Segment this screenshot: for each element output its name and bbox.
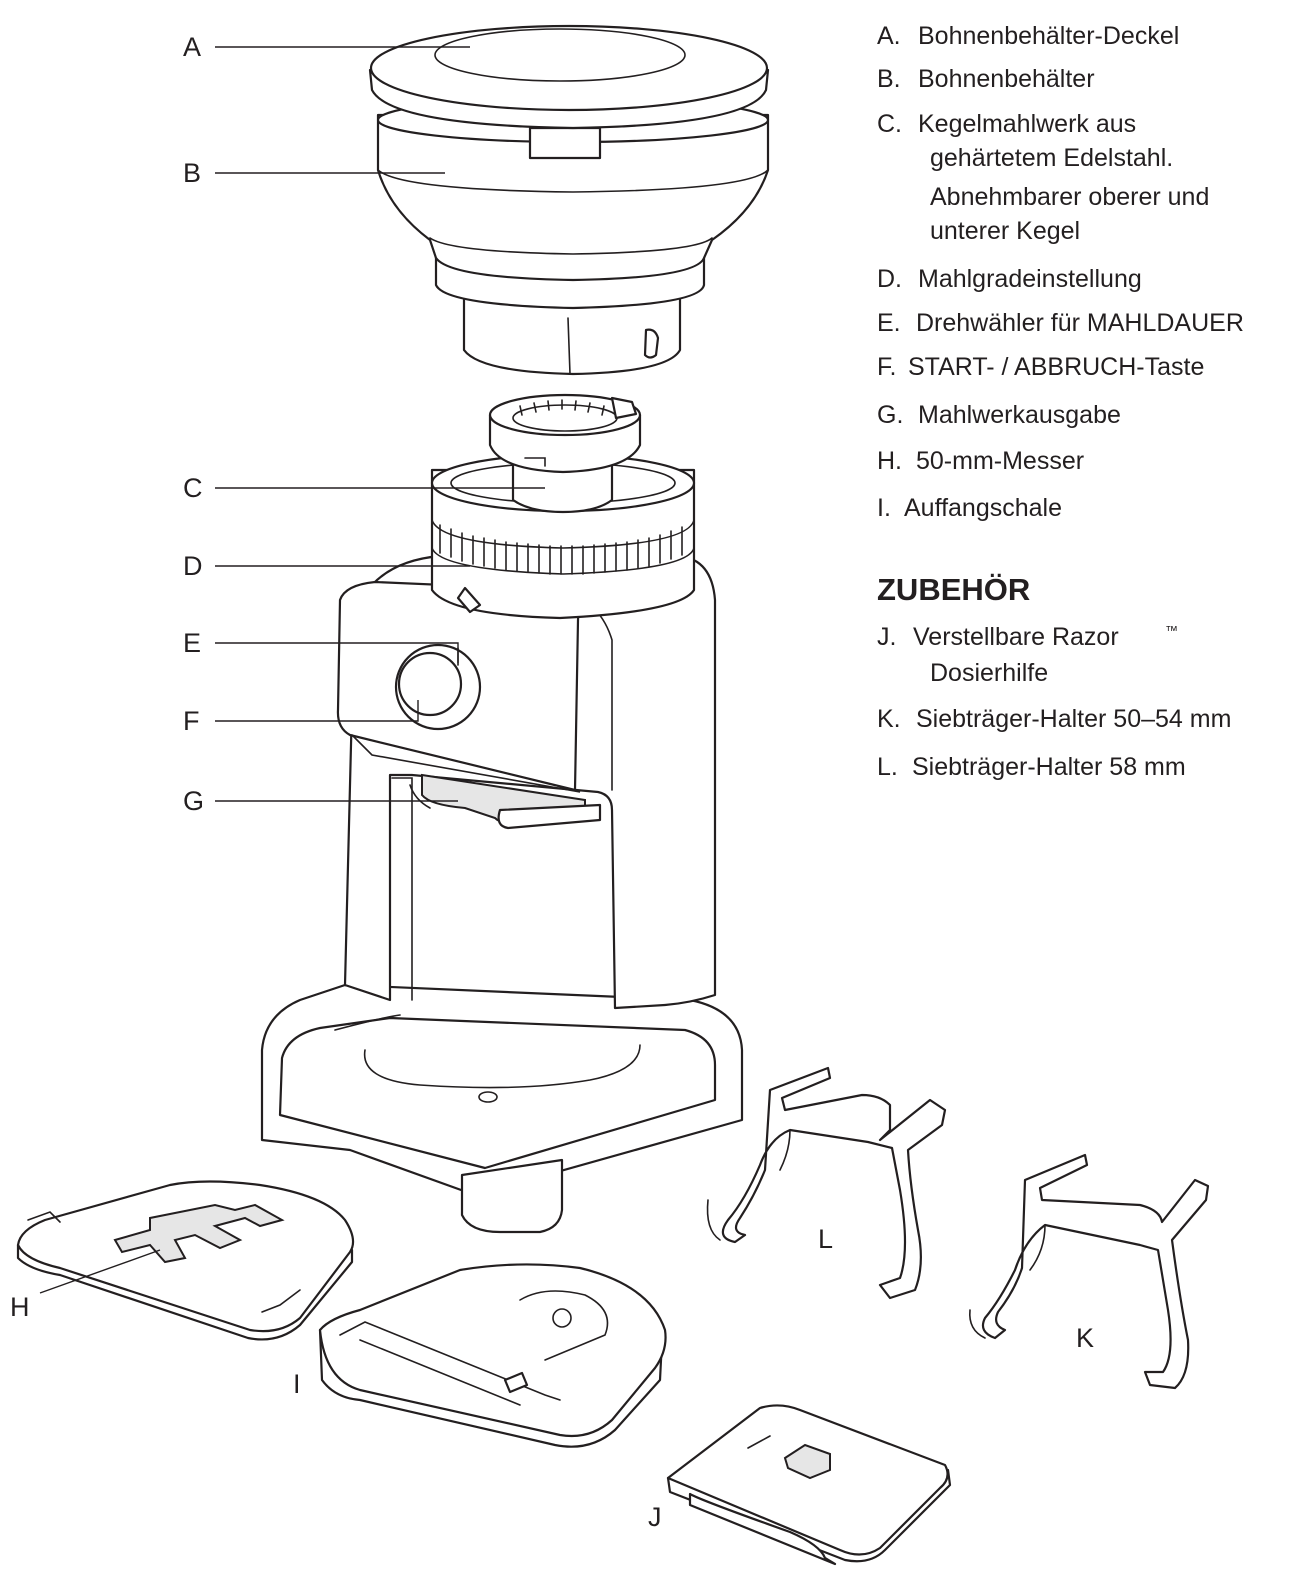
part-c-label-line-2: gehärtetem Edelstahl. <box>930 144 1173 172</box>
callout-f: F <box>183 706 200 736</box>
accessory-l-marker: L. <box>877 753 898 781</box>
part-b-label: Bohnenbehälter <box>918 65 1095 93</box>
callout-h: H <box>10 1292 30 1322</box>
callout-j: J <box>648 1502 662 1532</box>
part-c-label-line-3: Abnehmbarer oberer und <box>930 183 1209 211</box>
part-e-marker: E. <box>877 309 901 337</box>
conical-burr <box>488 393 642 514</box>
accessory-l-label: Siebträger-Halter 58 mm <box>912 753 1186 781</box>
part-h-label: 50-mm-Messer <box>916 447 1084 475</box>
callout-k: K <box>1076 1323 1094 1353</box>
accessories-section: ZUBEHÖR J. Verstellbare Razor ™ Dosierhi… <box>877 572 1231 781</box>
callout-e: E <box>183 628 201 658</box>
part-e-label: Drehwähler für MAHLDAUER <box>916 309 1244 337</box>
accessory-k-marker: K. <box>877 705 901 733</box>
part-c-marker: C. <box>877 110 902 138</box>
accessory-j-marker: J. <box>877 623 896 651</box>
portafilter-holder-50-54mm <box>968 1153 1210 1390</box>
grinder-body <box>260 554 744 1234</box>
bean-hopper <box>376 96 770 376</box>
accessory-j-label-line-2: Dosierhilfe <box>930 659 1048 687</box>
part-d-label: Mahlgradeinstellung <box>918 265 1142 293</box>
callout-letters: A B C D E F G H I J K L <box>10 32 1094 1532</box>
part-a-label: Bohnenbehälter-Deckel <box>918 22 1179 50</box>
callout-b: B <box>183 158 201 188</box>
callout-c: C <box>183 473 203 503</box>
trademark-symbol: ™ <box>1165 623 1178 638</box>
part-h-marker: H. <box>877 447 902 475</box>
part-a-marker: A. <box>877 22 901 50</box>
drip-tray <box>318 1263 667 1448</box>
callout-g: G <box>183 786 204 816</box>
parts-list: A. Bohnenbehälter-Deckel B. Bohnenbehält… <box>877 22 1244 522</box>
callout-i: I <box>293 1369 301 1399</box>
part-d-marker: D. <box>877 265 902 293</box>
accessory-j-label-line-1: Verstellbare Razor <box>913 623 1119 651</box>
razor-dosing-tool <box>666 1404 952 1566</box>
callout-l: L <box>818 1224 833 1254</box>
callout-d: D <box>183 551 203 581</box>
part-g-marker: G. <box>877 401 903 429</box>
part-b-marker: B. <box>877 65 901 93</box>
callout-a: A <box>183 32 201 62</box>
part-c-label-line-4: unterer Kegel <box>930 217 1080 245</box>
blade-plate <box>16 1180 355 1341</box>
part-f-label: START- / ABBRUCH-Taste <box>908 353 1204 381</box>
part-g-label: Mahlwerkausgabe <box>918 401 1121 429</box>
portafilter-holder-58mm <box>706 1066 947 1300</box>
hopper-lid <box>368 24 770 130</box>
accessories-heading: ZUBEHÖR <box>877 572 1030 607</box>
part-f-marker: F. <box>877 353 896 381</box>
part-i-label: Auffangschale <box>904 494 1062 522</box>
accessory-k-label: Siebträger-Halter 50–54 mm <box>916 705 1231 733</box>
leader-lines <box>39 46 545 1294</box>
part-c-label-line-1: Kegelmahlwerk aus <box>918 110 1136 138</box>
part-i-marker: I. <box>877 494 891 522</box>
grind-adjustment-collar <box>430 453 696 620</box>
